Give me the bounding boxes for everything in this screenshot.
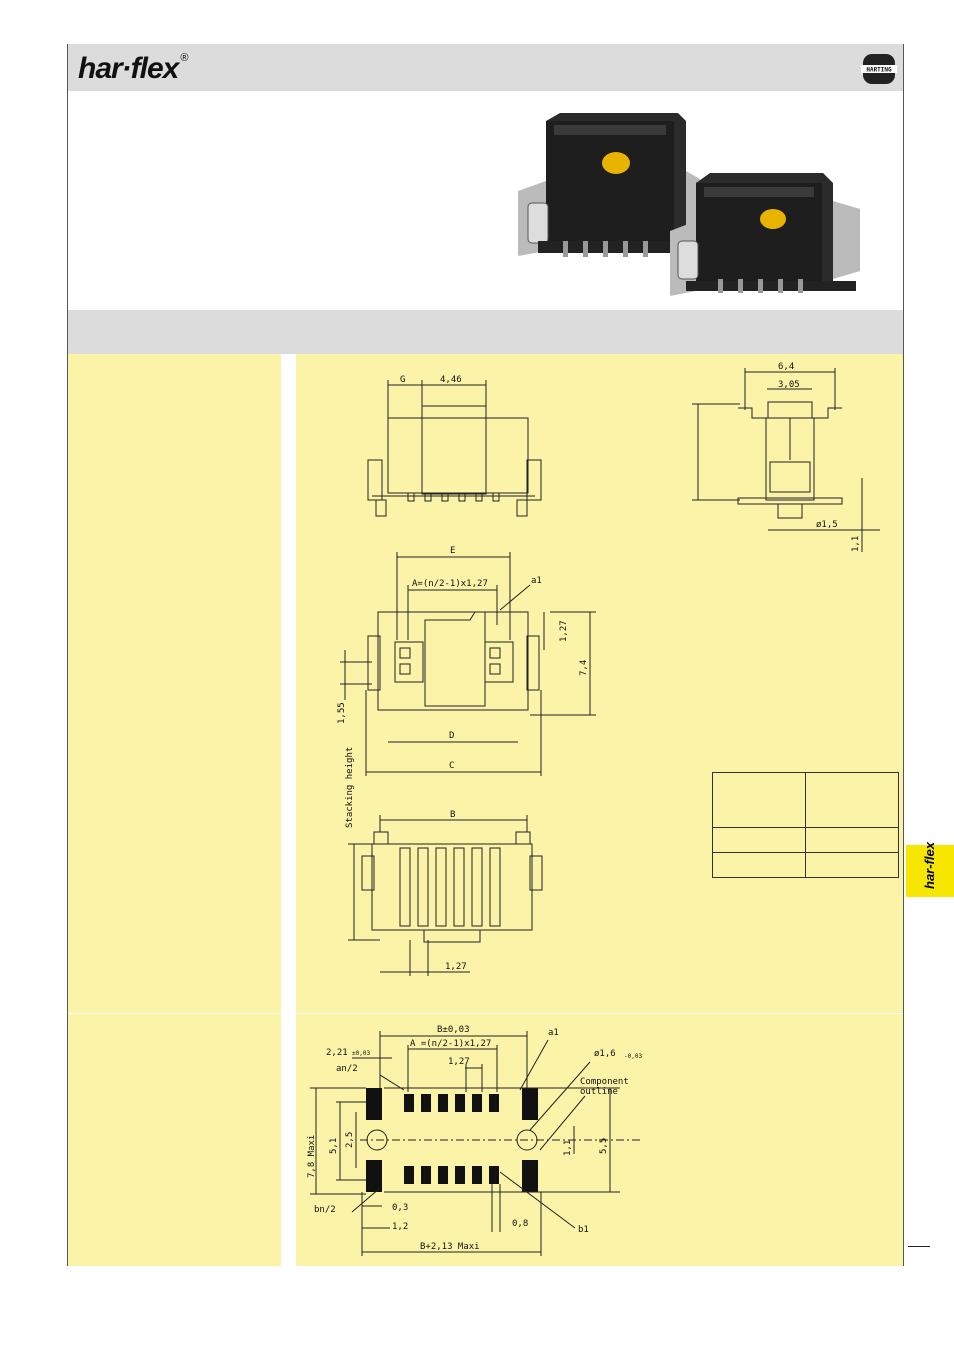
dim-g: G xyxy=(400,375,405,385)
front-view-drawing xyxy=(367,380,542,517)
pcb-bmaxi: B+2,13 Maxi xyxy=(420,1242,480,1252)
table-cell xyxy=(805,852,899,878)
svg-text:HARTING: HARTING xyxy=(866,67,892,74)
section-band xyxy=(68,310,903,354)
pcb-b1: b1 xyxy=(578,1225,589,1235)
pcb-b003: B±0,03 xyxy=(437,1025,470,1035)
info-panel-bottom xyxy=(68,1014,281,1266)
product-photo-area xyxy=(68,91,903,310)
pcb-comp1: Component xyxy=(580,1077,629,1087)
info-panel-top xyxy=(68,354,281,1014)
dim-11: 1,1 xyxy=(851,536,861,552)
dim-a1: a1 xyxy=(531,576,542,586)
frame-left-border xyxy=(67,44,68,1266)
plan-view-drawing xyxy=(340,552,596,776)
dim-446: 4,46 xyxy=(440,375,462,385)
frame-right-border xyxy=(903,44,904,1266)
pcb-bn2: bn/2 xyxy=(314,1205,336,1215)
dim-64: 6,4 xyxy=(778,362,794,372)
pcb-127: 1,27 xyxy=(448,1057,470,1067)
drawing-panel-top xyxy=(296,354,903,1014)
pcb-comp2: outline xyxy=(580,1087,618,1097)
pcb-tol16: -0,03 xyxy=(624,1053,642,1060)
pcb-an2: an/2 xyxy=(336,1064,358,1074)
lower-view-drawing xyxy=(348,815,543,976)
pcb-a: A =(n/2-1)x1,27 xyxy=(410,1039,491,1049)
dim-b: B xyxy=(450,810,455,820)
pcb-08: 0,8 xyxy=(512,1219,528,1229)
harflex-logo: har·flex® xyxy=(78,52,189,85)
dim-127v: 1,27 xyxy=(559,620,569,642)
dim-e: E xyxy=(450,546,455,556)
dim-15: ø1,5 xyxy=(816,520,838,530)
table-cell xyxy=(712,852,806,878)
table-cell xyxy=(712,772,806,828)
harting-logo-icon: HARTING xyxy=(861,54,897,84)
dimension-table xyxy=(712,772,899,878)
pcb-78: 7,8 Maxi xyxy=(307,1135,317,1178)
connector-photo xyxy=(518,113,860,296)
pcb-a1: a1 xyxy=(548,1028,559,1038)
table-cell xyxy=(805,772,899,828)
pcb-12: 1,2 xyxy=(392,1222,408,1232)
dim-stacking: Stacking height xyxy=(345,747,355,828)
table-cell xyxy=(712,827,806,853)
pcb-tol221: ±0,03 xyxy=(352,1050,370,1057)
dim-a: A=(n/2-1)x1,27 xyxy=(412,579,488,589)
dim-305: 3,05 xyxy=(778,380,800,390)
dim-74: 7,4 xyxy=(579,660,589,676)
dim-127: 1,27 xyxy=(445,962,467,972)
dim-155: 1,55 xyxy=(337,702,347,724)
pcb-d16: ø1,6 xyxy=(594,1049,616,1059)
pcb-221: 2,21 xyxy=(326,1048,348,1058)
pcb-25: 2,5 xyxy=(345,1132,355,1148)
pcb-layout-drawing xyxy=(310,1031,640,1256)
dim-c: C xyxy=(449,761,454,771)
page-header: har·flex® HARTING xyxy=(68,44,903,91)
pcb-03: 0,3 xyxy=(392,1203,408,1213)
pcb-51: 5,1 xyxy=(329,1138,339,1154)
pcb-55: 5,5 xyxy=(599,1138,609,1154)
pcb-11: 1,1 xyxy=(563,1140,573,1156)
side-view-drawing xyxy=(692,368,880,552)
dim-d: D xyxy=(449,731,454,741)
side-tab-harflex: har-flex xyxy=(906,842,954,897)
table-cell xyxy=(805,827,899,853)
page-footer-rule xyxy=(908,1246,930,1247)
